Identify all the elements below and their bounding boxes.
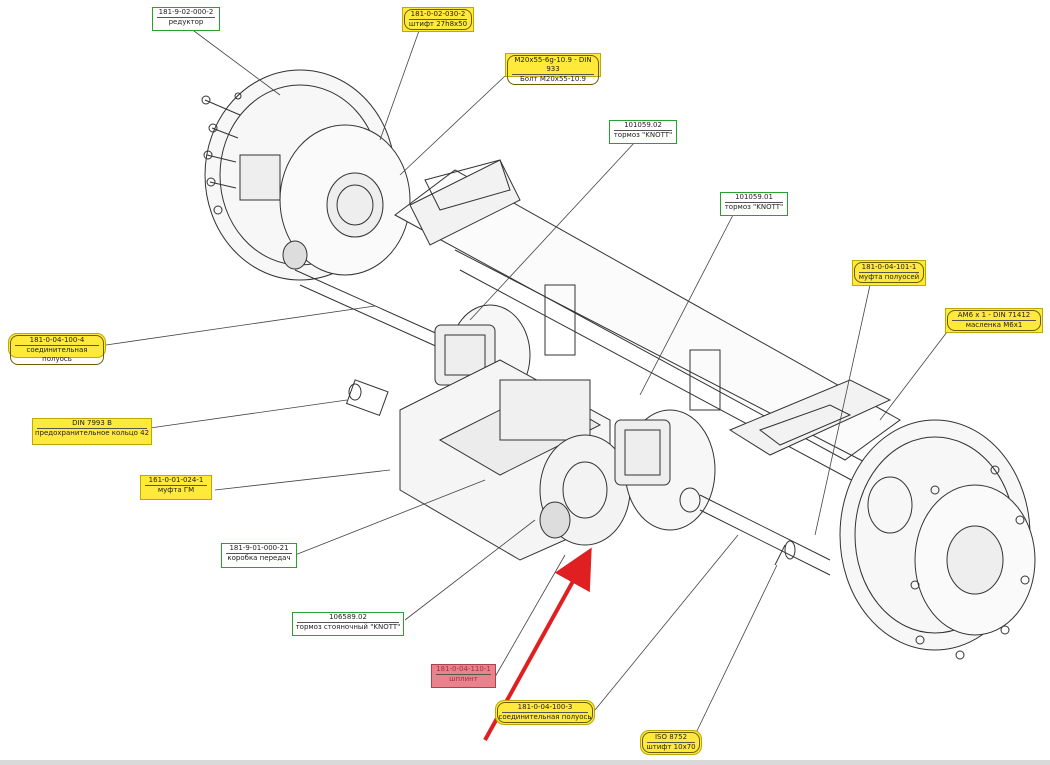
callout-shtift-10: ISO 8752 штифт 10x70: [640, 730, 702, 755]
callout-name: штифт 10x70: [646, 743, 696, 751]
callout-code: ISO 8752: [647, 733, 695, 743]
callout-tormoz-stoyan: 106589.02 тормоз стояночный "KNOTT": [292, 612, 404, 636]
callout-name: предохранительное кольцо 42: [34, 429, 150, 437]
callout-name: тормоз "KNOTT": [613, 131, 673, 139]
callout-code: 181-0-04-100-4: [15, 336, 99, 346]
callout-bolt: M20x55-6g-10.9 - DIN 933 Болт M20x55-10.…: [505, 53, 601, 85]
callout-tormoz-01: 101059.01 тормоз "KNOTT": [720, 192, 788, 216]
callout-name: тормоз "KNOTT": [724, 203, 784, 211]
callout-code: 181-9-02-000-2: [157, 8, 215, 18]
callout-code: 181-0-04-101-1: [859, 263, 919, 273]
callout-maslenka: AM6 x 1 - DIN 71412 масленка M6x1: [945, 308, 1043, 333]
callout-name: соединительная полуось: [498, 713, 592, 721]
bottom-strip: [0, 760, 1050, 765]
leader-lines: [105, 27, 948, 736]
callout-name: штифт 27h8x50: [408, 20, 468, 28]
right-half-shaft: [699, 494, 831, 576]
callout-code: M20x55-6g-10.9 - DIN 933: [512, 56, 594, 75]
callout-name: масленка M6x1: [965, 321, 1023, 329]
callout-code: 161-0-01-024-1: [145, 476, 207, 486]
callout-name: коробка передач: [227, 554, 291, 562]
callout-mufta-poluosey: 181-0-04-101-1 муфта полуосей: [852, 260, 926, 286]
callout-red-label: 181-0-04-110-1 шплинт: [431, 664, 496, 688]
callout-poluos-4: 181-0-04-100-4 соединительная полуось: [8, 333, 106, 365]
callout-code: 181-0-04-100-3: [502, 703, 588, 713]
right-brake-knott: [614, 409, 716, 531]
callout-tormoz-02: 101059.02 тормоз "KNOTT": [609, 120, 677, 144]
callout-name: тормоз стояночный "KNOTT": [295, 623, 401, 631]
left-half-shaft: [294, 269, 441, 349]
callout-code: 101059.01: [725, 193, 783, 203]
callout-korobka: 181-9-01-000-21 коробка передач: [221, 543, 297, 568]
callout-name: соединительная полуось: [26, 346, 88, 363]
callout-code: 181-0-02-030-2: [409, 10, 467, 20]
gearbox: [345, 359, 631, 561]
callout-name: муфта полуосей: [858, 273, 920, 281]
callout-code: 101059.02: [614, 121, 672, 131]
callout-code: 106589.02: [297, 613, 399, 623]
callout-shtift-27: 181-0-02-030-2 штифт 27h8x50: [402, 7, 474, 32]
callout-code: 181-0-04-110-1: [436, 665, 491, 675]
callout-name: муфта ГМ: [157, 486, 195, 494]
callout-mufta-gm: 161-0-01-024-1 муфта ГМ: [140, 475, 212, 500]
callout-code: 181-9-01-000-21: [226, 544, 292, 554]
callout-name: Болт M20x55-10.9: [520, 75, 586, 83]
callout-poluos-3: 181-0-04-100-3 соединительная полуось: [495, 700, 595, 725]
callout-code: DIN 7993 B: [37, 419, 147, 429]
callout-name: редуктор: [168, 18, 204, 26]
callout-name: шплинт: [449, 675, 478, 683]
left-reducer-hub: [201, 69, 411, 281]
frame: [394, 159, 901, 491]
right-wheel-hub: [839, 419, 1036, 660]
callout-code: AM6 x 1 - DIN 71412: [952, 311, 1036, 321]
callout-kolco: DIN 7993 B предохранительное кольцо 42: [32, 418, 152, 445]
callout-reduktor: 181-9-02-000-2 редуктор: [152, 7, 220, 31]
